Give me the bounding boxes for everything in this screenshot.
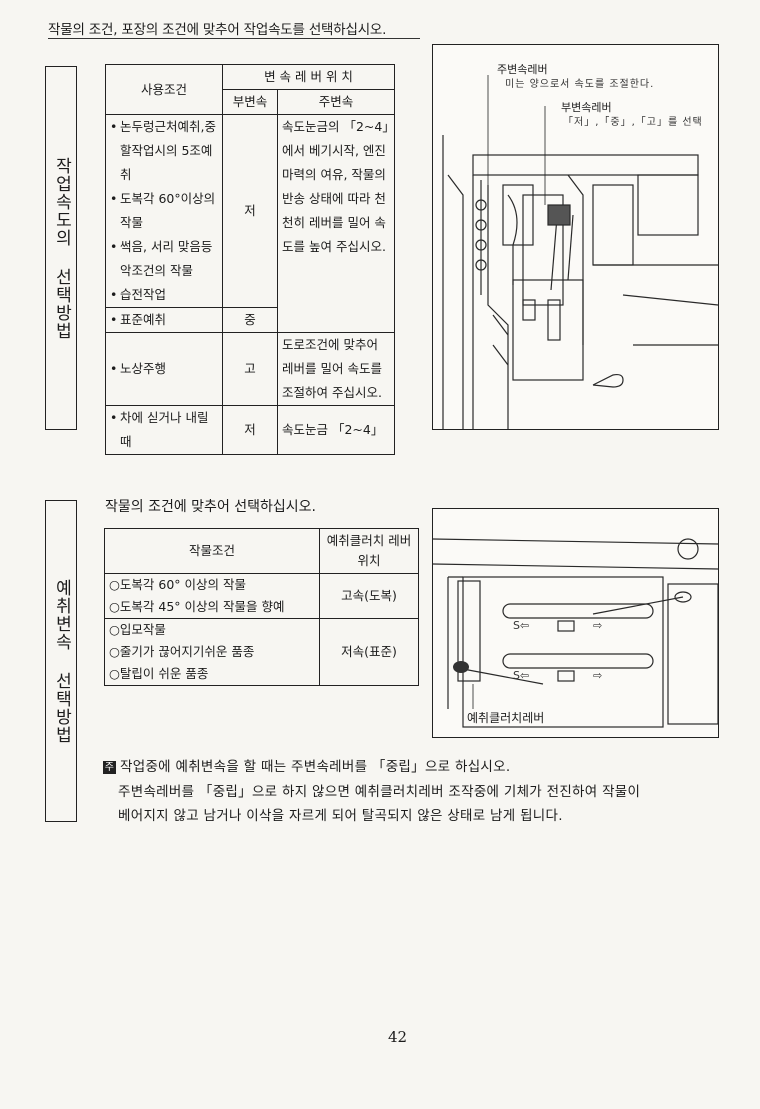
main-shift-value: 도로조건에 맞추어 레버를 밀어 속도를 조절하여 주십시오. — [277, 332, 395, 406]
sub-shift-value: 중 — [222, 307, 278, 333]
header-clutch-position: 예취클러치 레버위치 — [319, 528, 419, 574]
table-row: 노상주행 고 도로조건에 맞추어 레버를 밀어 속도를 조절하여 주십시오. — [105, 332, 395, 406]
sub-lever-label: 부변속레버 — [561, 101, 612, 114]
section2-side-title: 예취변속 선택방법 — [51, 578, 72, 744]
note-line-1: 주 작업중에 예취변속을 할 때는 주변속레버를 「중립」으로 하십시오. — [103, 755, 510, 775]
shift-lever-illustration — [442, 75, 719, 429]
shift-lever-figure: 주변속레버 미는 양으로서 속도를 조절한다. 부변속레버 「저」,「중」,「고… — [432, 44, 719, 430]
clutch-lever-label: 예취클러치레버 — [467, 709, 545, 726]
page-number: 42 — [388, 1028, 408, 1046]
sub-shift-value: 고 — [222, 332, 278, 406]
table-row: 도복각 60° 이상의 작물 도복각 45° 이상의 작물을 향예 고속(도복) — [104, 573, 419, 619]
condition-item: 입모작물 — [109, 619, 315, 641]
svg-text:S⇦: S⇦ — [513, 669, 529, 682]
condition-item: 도복각 60° 이상의 작물 — [109, 574, 315, 596]
reaping-clutch-figure: S⇦ ⇨ S⇦ ⇨ 예취클러치레버 — [432, 508, 719, 738]
svg-text:⇨: ⇨ — [593, 669, 602, 682]
section1-side-title-box: 작업속도의 선택방법 — [45, 66, 77, 430]
note-line-3: 베어지지 않고 남거나 이삭을 자르게 되어 탈곡되지 않은 상태로 남게 됩니… — [118, 808, 563, 824]
condition-item: 표준예취 — [110, 308, 218, 332]
header-lever-position: 변 속 레 버 위 치 — [222, 64, 395, 90]
table-row: 차에 싣거나 내릴때 저 속도눈금 「2~4」 — [105, 405, 395, 455]
condition-item: 논두렁근처예취,중할작업시의 5조예취 — [110, 115, 218, 187]
condition-item: 도복각 60°이상의 작물 — [110, 187, 218, 235]
svg-text:S⇦: S⇦ — [513, 619, 529, 632]
table-row: 입모작물 줄기가 끊어지기쉬운 품종 탈립이 쉬운 품종 저속(표준) — [104, 618, 419, 686]
sub-lever-desc: 「저」,「중」,「고」를 선택 — [563, 117, 703, 128]
main-shift-value: 속도눈금 「2~4」 — [277, 405, 395, 455]
caution-icon: 주 — [103, 761, 116, 774]
table-row: 논두렁근처예취,중할작업시의 5조예취 도복각 60°이상의 작물 썩음, 서리… — [105, 114, 395, 333]
condition-item: 썩음, 서리 맞음등 악조건의 작물 — [110, 235, 218, 283]
speed-selection-table: 사용조건 변 속 레 버 위 치 부변속 주변속 논두렁근처예취,중할작업시의 … — [105, 64, 395, 455]
condition-item: 도복각 45° 이상의 작물을 향예 — [109, 596, 315, 618]
condition-item: 노상주행 — [110, 357, 218, 381]
note-text-1: 작업중에 예취변속을 할 때는 주변속레버를 「중립」으로 하십시오. — [120, 759, 511, 775]
header-condition: 사용조건 — [105, 64, 223, 115]
sub-shift-value: 저 — [222, 405, 278, 455]
reaping-shift-table: 작물조건 예취클러치 레버위치 도복각 60° 이상의 작물 도복각 45° 이… — [104, 528, 419, 686]
condition-item: 차에 싣거나 내릴때 — [110, 406, 218, 454]
main-shift-value: 속도눈금의 「2~4」에서 베기시작, 엔진마력의 여유, 작물의 반송 상태에… — [277, 114, 395, 333]
condition-item: 탈립이 쉬운 품종 — [109, 663, 315, 685]
main-lever-label: 주변속레버 — [497, 63, 548, 76]
intro-underline — [48, 38, 420, 39]
clutch-position-value: 저속(표준) — [319, 618, 419, 686]
sub-shift-value: 저 — [222, 114, 278, 308]
section1-side-title: 작업속도의 선택방법 — [51, 156, 72, 340]
condition-item: 습전작업 — [110, 283, 218, 307]
section2-side-title-box: 예취변속 선택방법 — [45, 500, 77, 822]
intro-text: 작물의 조건, 포장의 조건에 맞추어 작업속도를 선택하십시오. — [48, 22, 387, 38]
svg-text:⇨: ⇨ — [593, 619, 602, 632]
table-row: 표준예취 중 — [105, 307, 395, 333]
main-lever-desc: 미는 양으로서 속도를 조절한다. — [505, 79, 655, 90]
condition-item: 줄기가 끊어지기쉬운 품종 — [109, 641, 315, 663]
header-sub-shift: 부변속 — [222, 89, 278, 115]
note-line-2: 주변속레버를 「중립」으로 하지 않으면 예취클러치레버 조작중에 기체가 전진… — [118, 784, 641, 800]
reaping-clutch-illustration: S⇦ ⇨ S⇦ ⇨ — [432, 538, 719, 728]
header-crop-condition: 작물조건 — [104, 528, 320, 574]
header-main-shift: 주변속 — [277, 89, 395, 115]
section2-intro: 작물의 조건에 맞추어 선택하십시오. — [105, 499, 316, 515]
clutch-position-value: 고속(도복) — [319, 573, 419, 619]
